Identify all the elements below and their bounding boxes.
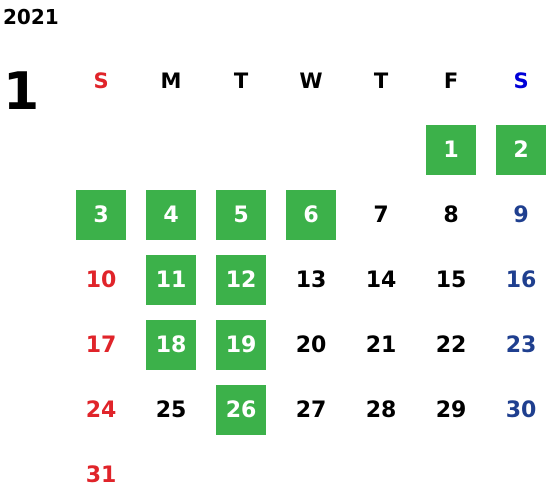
day-cell[interactable]: 9 <box>513 202 529 228</box>
weekday-header: S <box>93 69 109 93</box>
day-cell[interactable]: 16 <box>505 267 537 293</box>
day-cell[interactable]: 30 <box>505 397 537 423</box>
year-label: 2021 <box>3 5 59 29</box>
day-cell-highlighted[interactable]: 4 <box>146 190 196 240</box>
day-cell[interactable]: 25 <box>155 397 187 423</box>
day-cell[interactable]: 13 <box>295 267 327 293</box>
day-cell[interactable]: 10 <box>85 267 117 293</box>
weekday-header: T <box>233 69 249 93</box>
day-cell[interactable]: 31 <box>85 462 117 488</box>
day-cell-highlighted[interactable]: 12 <box>216 255 266 305</box>
day-cell[interactable]: 21 <box>365 332 397 358</box>
day-cell[interactable]: 23 <box>505 332 537 358</box>
weekday-header: M <box>160 69 182 93</box>
day-cell[interactable]: 27 <box>295 397 327 423</box>
weekday-header: F <box>443 69 459 93</box>
day-cell[interactable]: 28 <box>365 397 397 423</box>
day-cell-highlighted[interactable]: 1 <box>426 125 476 175</box>
day-cell-highlighted[interactable]: 11 <box>146 255 196 305</box>
day-cell-highlighted[interactable]: 19 <box>216 320 266 370</box>
day-cell[interactable]: 17 <box>85 332 117 358</box>
day-cell[interactable]: 24 <box>85 397 117 423</box>
weekday-header: W <box>299 69 323 93</box>
day-cell-highlighted[interactable]: 18 <box>146 320 196 370</box>
weekday-header: T <box>373 69 389 93</box>
day-cell[interactable]: 14 <box>365 267 397 293</box>
month-number: 1 <box>3 62 40 122</box>
day-cell-highlighted[interactable]: 3 <box>76 190 126 240</box>
day-cell-highlighted[interactable]: 6 <box>286 190 336 240</box>
day-cell[interactable]: 7 <box>373 202 389 228</box>
day-cell[interactable]: 8 <box>443 202 459 228</box>
day-cell-highlighted[interactable]: 26 <box>216 385 266 435</box>
day-cell[interactable]: 20 <box>295 332 327 358</box>
day-cell[interactable]: 15 <box>435 267 467 293</box>
day-cell-highlighted[interactable]: 2 <box>496 125 546 175</box>
day-cell[interactable]: 29 <box>435 397 467 423</box>
day-cell-highlighted[interactable]: 5 <box>216 190 266 240</box>
weekday-header: S <box>513 69 529 93</box>
day-cell[interactable]: 22 <box>435 332 467 358</box>
